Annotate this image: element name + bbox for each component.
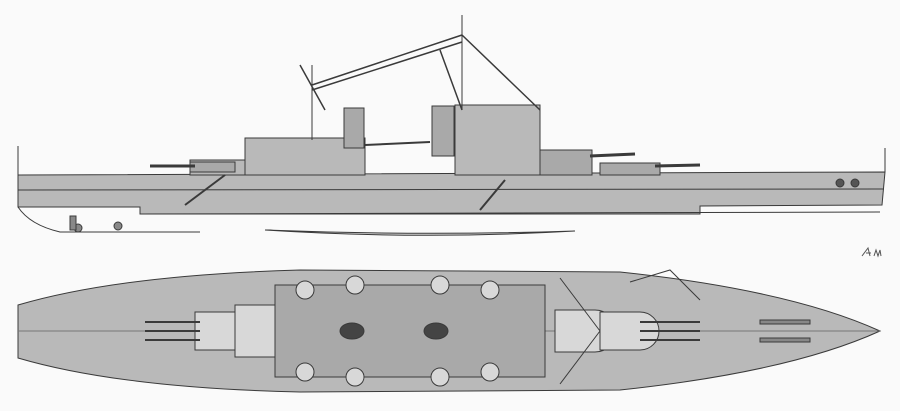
fore-turret-a (599, 162, 661, 176)
fore-funnel-top (423, 322, 449, 340)
superstructure-plan (274, 284, 546, 378)
side-profile-view (17, 15, 886, 236)
fore-turret-b (539, 149, 593, 176)
main-turrets (194, 304, 660, 358)
bilge-keel (264, 229, 576, 236)
hawse-pipes (835, 178, 860, 188)
paravane-boom (629, 269, 701, 301)
breakwater-port (559, 277, 601, 332)
secondary-turrets (295, 275, 500, 387)
plan-view (17, 269, 882, 393)
accommodation-ladder-fwd (479, 179, 506, 211)
bridge-tower (454, 104, 541, 176)
waterline (17, 188, 885, 191)
boat-crane (364, 141, 431, 146)
a-turret-guns (654, 163, 701, 168)
hull-side (17, 171, 886, 215)
rigging (299, 34, 541, 111)
fore-funnel (431, 105, 455, 157)
gun-barrels (145, 321, 700, 341)
aft-funnel (343, 107, 365, 149)
propellers (69, 215, 123, 233)
accommodation-ladder (184, 174, 226, 206)
stern-underwater (17, 206, 200, 233)
b-turret-guns (589, 152, 636, 158)
anchor-gear (759, 319, 811, 343)
aft-funnel-top (339, 322, 365, 340)
signature (861, 246, 882, 258)
breakwater-stbd (559, 330, 601, 385)
aft-turret-side (189, 161, 236, 173)
keel-line (139, 211, 881, 215)
